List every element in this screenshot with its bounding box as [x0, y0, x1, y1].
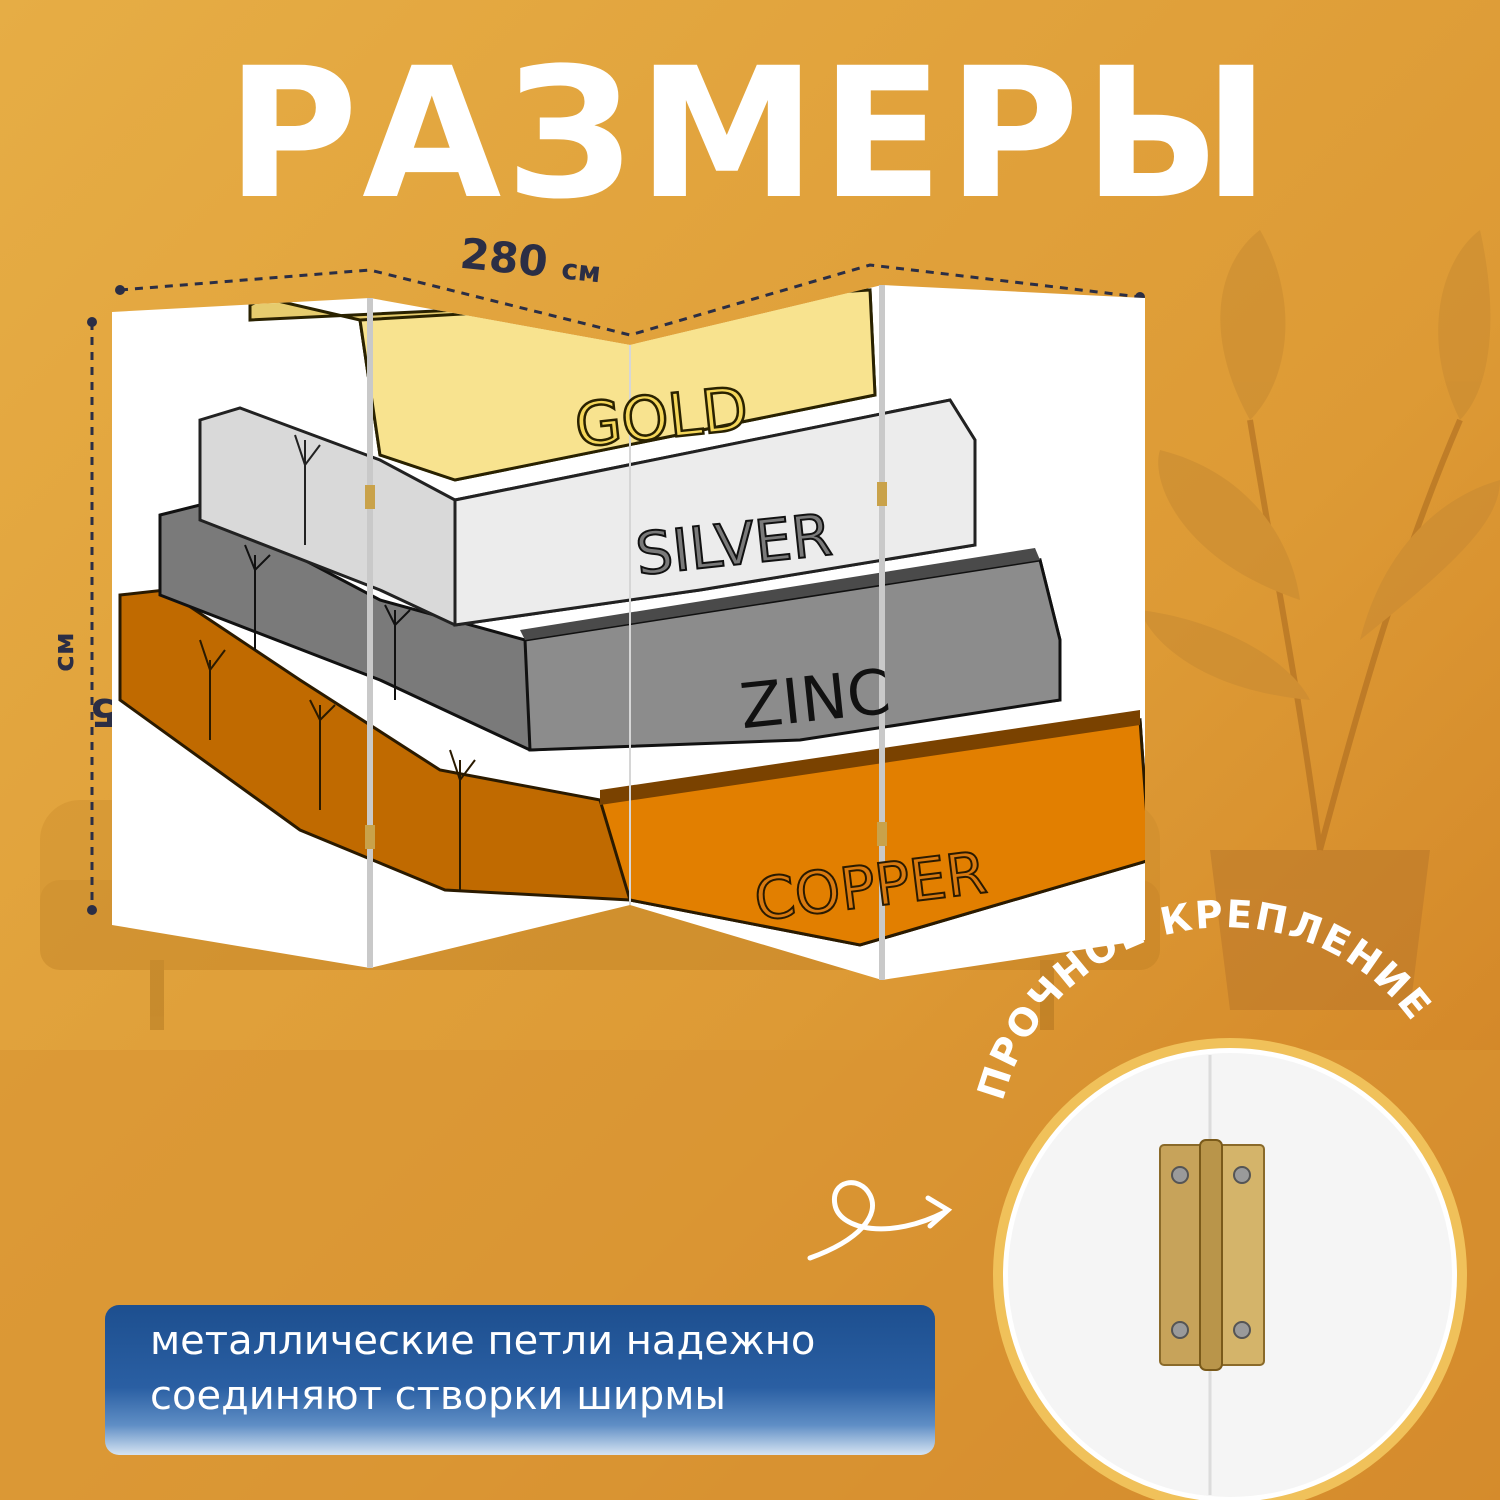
arrow-icon: [807, 1180, 953, 1261]
plant-silhouette: [1140, 230, 1500, 1010]
page-title: РАЗМЕРЫ: [226, 30, 1274, 239]
caption-badge: [105, 1305, 935, 1455]
metal-hinge: [1159, 1139, 1265, 1371]
zinc-label: ZINC: [736, 655, 893, 743]
caption-line-1: металлические петли надежно: [150, 1318, 816, 1364]
caption-line-2: соединяют створки ширмы: [150, 1373, 726, 1419]
